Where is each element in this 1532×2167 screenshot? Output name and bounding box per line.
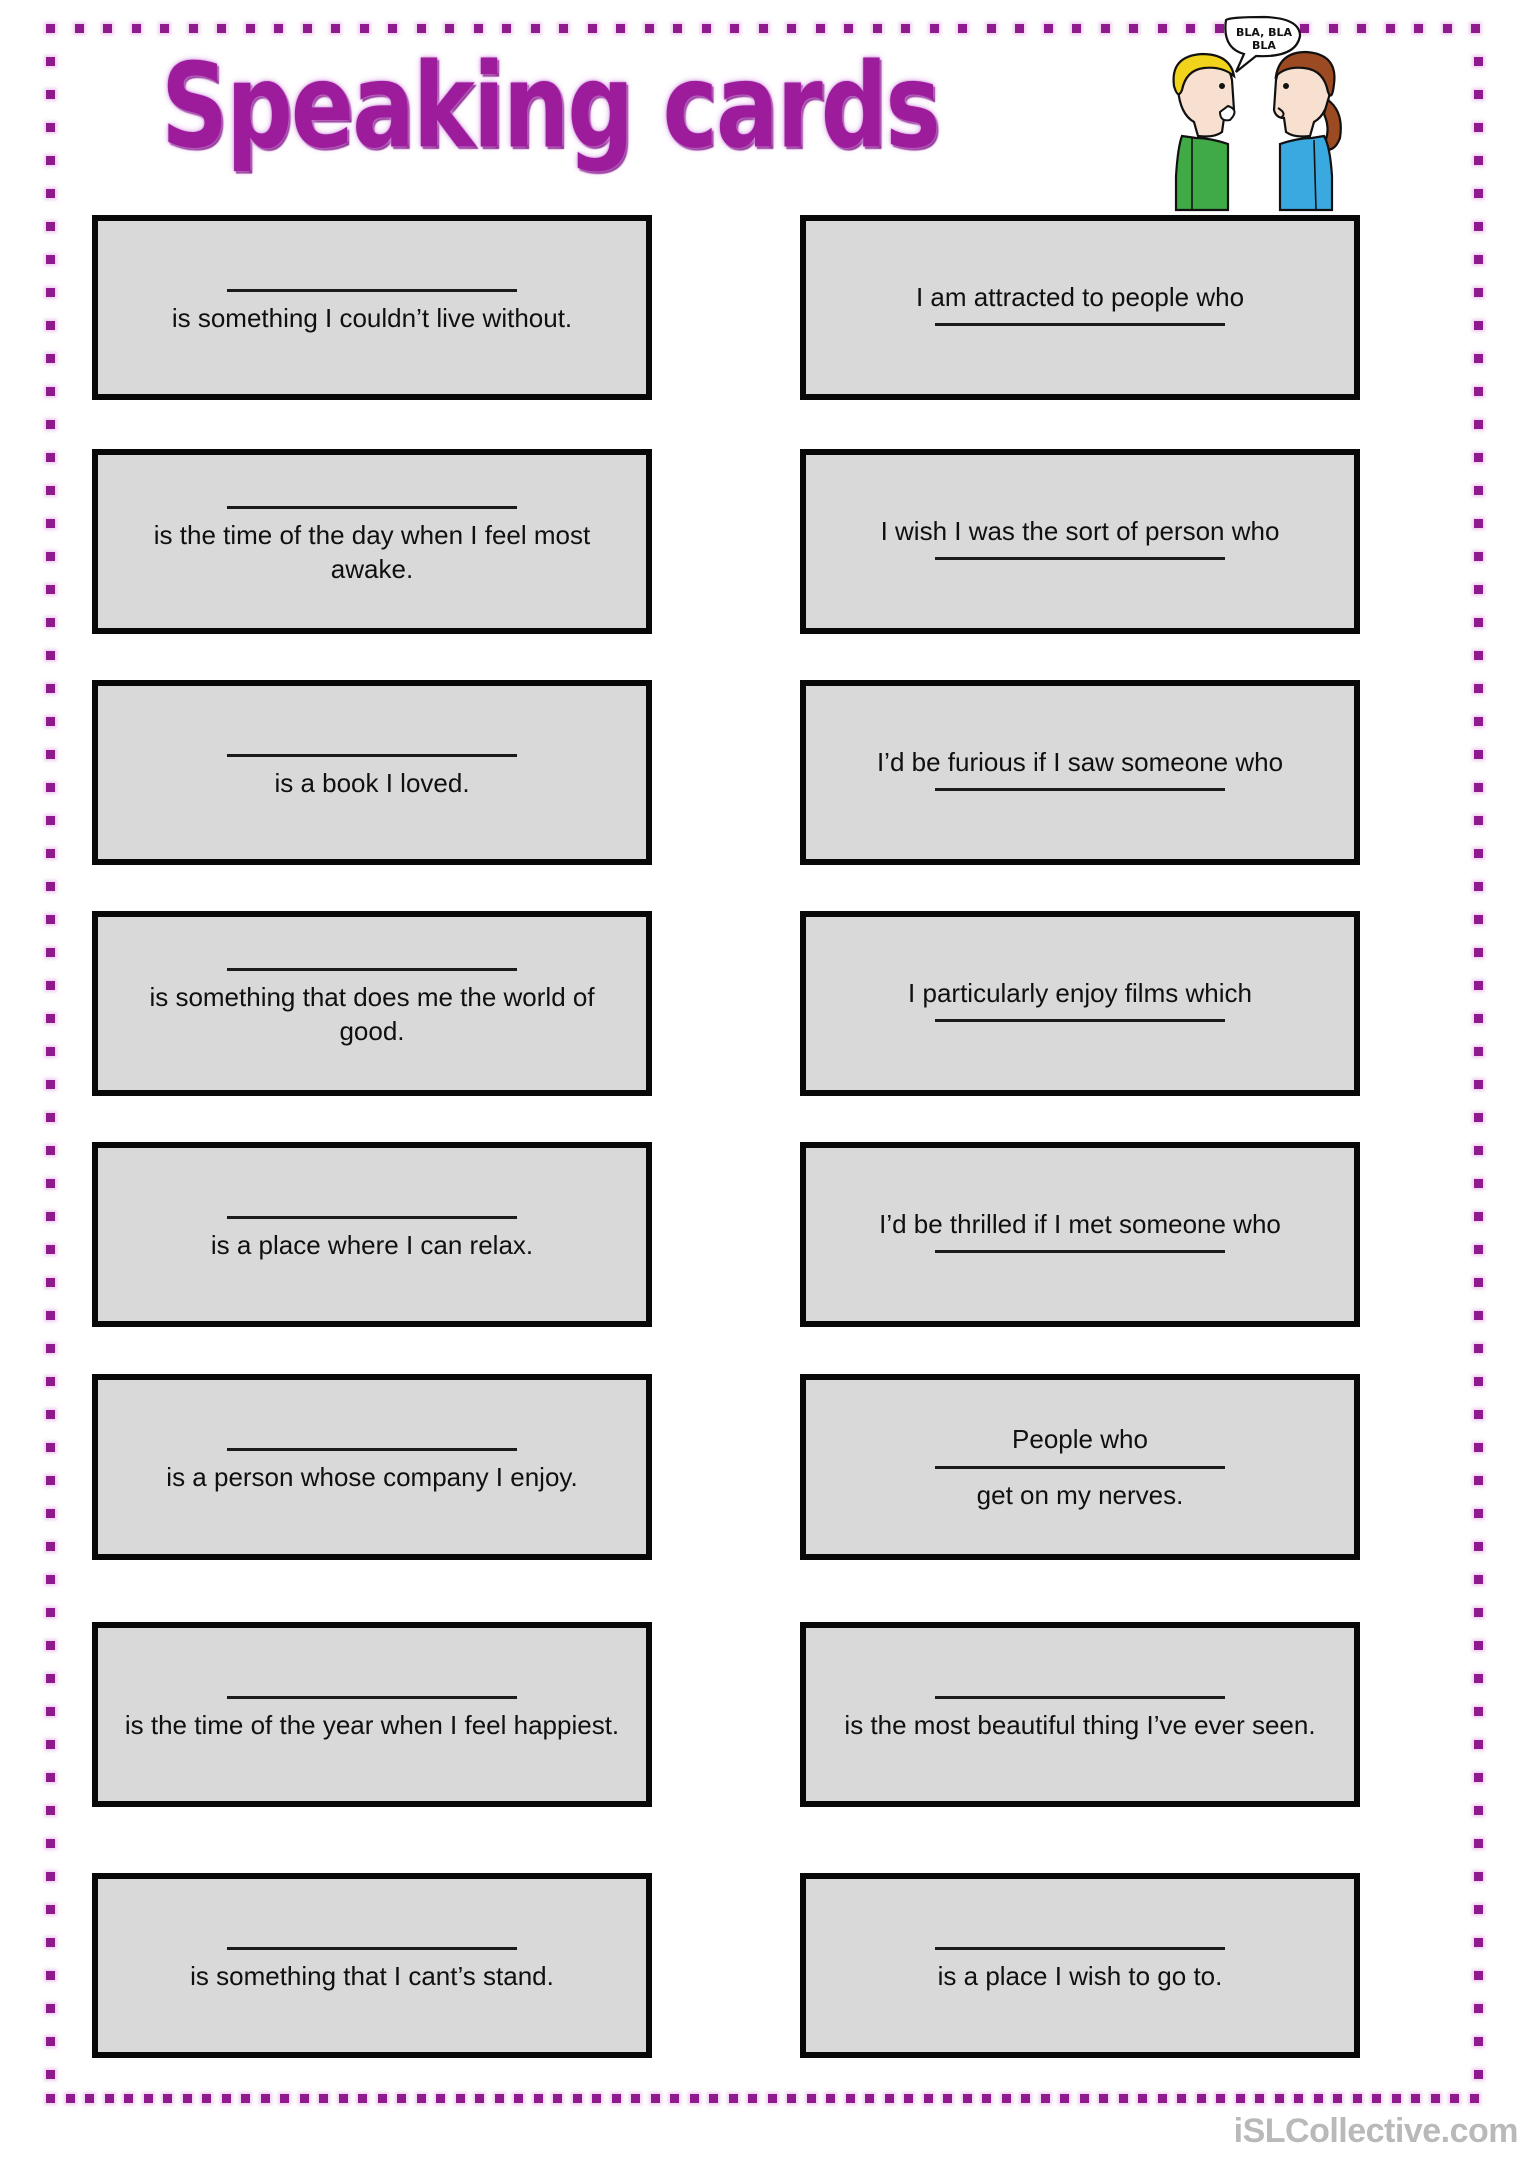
card-prompt-text: is a place I wish to go to.	[937, 1960, 1223, 1991]
fill-in-blank-line[interactable]	[227, 1448, 517, 1452]
card-prompt-text: is something that does me the world of g…	[149, 981, 595, 1046]
speaking-card: is the most beautiful thing I’ve ever se…	[800, 1622, 1360, 1807]
fill-in-blank-line[interactable]	[227, 753, 517, 757]
card-prompt-text: is a book I loved.	[274, 767, 470, 798]
fill-in-blank-line[interactable]	[935, 1019, 1225, 1023]
site-watermark: iSLCollective.com	[1233, 2112, 1519, 2150]
speaking-card: People who get on my nerves.	[800, 1374, 1360, 1560]
fill-in-blank-line[interactable]	[227, 1215, 517, 1219]
card-prompt-text: is the time of the day when I feel most …	[153, 519, 591, 584]
speaking-card: is something that I cant’s stand.	[92, 1873, 652, 2058]
speaking-card: I am attracted to people who	[800, 215, 1360, 400]
fill-in-blank-line[interactable]	[227, 288, 517, 292]
speaking-card: is something that does me the world of g…	[92, 911, 652, 1096]
card-prompt-text: is the time of the year when I feel happ…	[124, 1709, 620, 1740]
card-prompt-text: People who	[1012, 1424, 1148, 1455]
speaking-card: is the time of the year when I feel happ…	[92, 1622, 652, 1807]
card-prompt-text: is a person whose company I enjoy.	[166, 1462, 578, 1493]
speaking-card: is something I couldn’t live without.	[92, 215, 652, 400]
speaking-card: is a place I wish to go to.	[800, 1873, 1360, 2058]
speaking-card: is a person whose company I enjoy.	[92, 1374, 652, 1560]
fill-in-blank-line[interactable]	[935, 1695, 1225, 1699]
fill-in-blank-line[interactable]	[935, 557, 1225, 561]
fill-in-blank-line[interactable]	[227, 505, 517, 509]
speaking-card: I’d be thrilled if I met someone who	[800, 1142, 1360, 1327]
fill-in-blank-line[interactable]	[935, 323, 1225, 327]
fill-in-blank-line[interactable]	[227, 967, 517, 971]
fill-in-blank-line[interactable]	[935, 1465, 1225, 1469]
svg-text:BLA, BLA: BLA, BLA	[1236, 26, 1293, 39]
card-prompt-text: get on my nerves.	[976, 1479, 1184, 1510]
card-prompt-text: I particularly enjoy films which	[908, 977, 1252, 1008]
fill-in-blank-line[interactable]	[227, 1946, 517, 1950]
fill-in-blank-line[interactable]	[935, 1946, 1225, 1950]
fill-in-blank-line[interactable]	[935, 1250, 1225, 1254]
card-prompt-text: I’d be furious if I saw someone who	[876, 746, 1284, 777]
speaking-card: is a book I loved.	[92, 680, 652, 865]
card-prompt-text: is something that I cant’s stand.	[190, 1960, 554, 1991]
card-prompt-text: is a place where I can relax.	[210, 1229, 534, 1260]
fill-in-blank-line[interactable]	[227, 1695, 517, 1699]
speaking-card: I’d be furious if I saw someone who	[800, 680, 1360, 865]
card-prompt-text: I’d be thrilled if I met someone who	[879, 1208, 1281, 1239]
fill-in-blank-line[interactable]	[935, 788, 1225, 792]
two-people-talking-clipart: BLA, BLA BLA	[1148, 14, 1360, 219]
speaking-card: I wish I was the sort of person who	[800, 449, 1360, 634]
card-prompt-text: I am attracted to people who	[915, 281, 1245, 312]
svg-text:BLA: BLA	[1252, 39, 1276, 52]
page-title: Speaking cards	[161, 38, 941, 175]
card-prompt-text: is something I couldn’t live without.	[171, 302, 573, 333]
speaking-card: is a place where I can relax.	[92, 1142, 652, 1327]
card-prompt-text: I wish I was the sort of person who	[880, 515, 1280, 546]
speaking-card: is the time of the day when I feel most …	[92, 449, 652, 634]
speaking-card: I particularly enjoy films which	[800, 911, 1360, 1096]
card-prompt-text: is the most beautiful thing I’ve ever se…	[844, 1709, 1316, 1740]
